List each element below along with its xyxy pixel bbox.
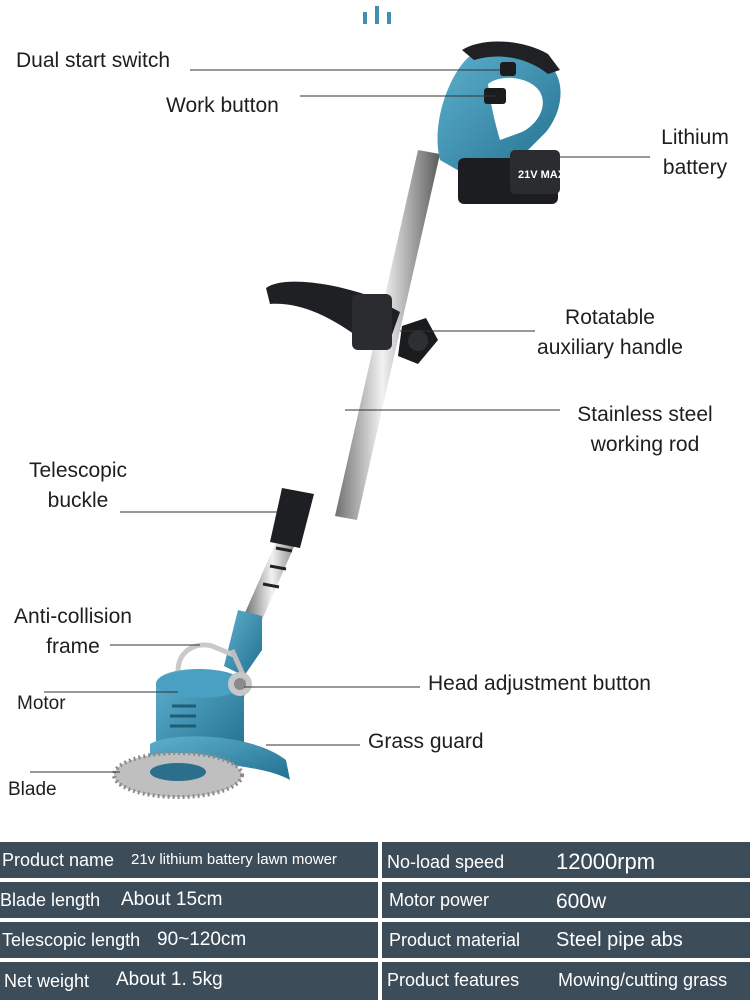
label-lithium-battery-line2: battery [662, 156, 728, 179]
spec-value: 21v lithium battery lawn mower [131, 851, 337, 868]
spec-key: Net weight [4, 971, 90, 991]
label-telescopic-buckle: Telescopic buckle [14, 456, 142, 516]
product-diagram: 21V MAX [2, 6, 740, 800]
spec-value: 600w [556, 890, 607, 913]
spec-cell-net-weight: Net weight About 1. 5kg [0, 962, 378, 1000]
spec-key: Product name [2, 850, 115, 870]
spec-key: Motor power [389, 890, 490, 910]
label-rotatable-handle: Rotatable auxiliary handle [520, 303, 700, 363]
label-working-rod-line2: working rod [590, 433, 700, 456]
spec-key: Product material [389, 930, 521, 950]
label-work-button: Work button [166, 94, 279, 117]
label-anti-collision-frame: Anti-collision frame [2, 602, 144, 662]
label-working-rod-line1: Stainless steel [577, 403, 713, 426]
spec-value: About 15cm [121, 889, 223, 910]
label-lithium-battery-line1: Lithium [661, 126, 729, 149]
leader-lines [30, 69, 650, 773]
label-lithium-battery: Lithium battery [650, 123, 740, 183]
spec-value: Steel pipe abs [556, 929, 683, 951]
label-telescopic-buckle-line2: buckle [47, 489, 109, 512]
spec-key: Product features [387, 970, 520, 990]
label-anti-collision-line1: Anti-collision [14, 605, 132, 628]
label-head-adjustment-button: Head adjustment button [428, 672, 651, 695]
lawn-mower-illustration: 21V MAX [112, 41, 566, 799]
label-rotatable-handle-line1: Rotatable [565, 306, 655, 329]
label-dual-start-switch: Dual start switch [16, 49, 171, 72]
spec-cell-telescopic-length: Telescopic length 90~120cm [0, 922, 378, 958]
spec-cell-no-load-speed: No-load speed 12000rpm [382, 842, 750, 878]
spec-cell-product-material: Product material Steel pipe abs [382, 922, 750, 958]
spec-cell-motor-power: Motor power 600w [382, 882, 750, 918]
spec-value: Mowing/cutting grass [558, 970, 728, 990]
spec-key: No-load speed [387, 852, 505, 872]
spec-key: Telescopic length [2, 930, 141, 950]
label-rotatable-handle-line2: auxiliary handle [537, 336, 683, 359]
label-blade: Blade [8, 779, 57, 800]
battery-label: 21V MAX [518, 169, 566, 181]
spec-cell-blade-length: Blade length About 15cm [0, 882, 378, 918]
spec-cell-product-name: Product name 21v lithium battery lawn mo… [0, 842, 378, 878]
label-grass-guard: Grass guard [368, 730, 484, 753]
spec-cell-product-features: Product features Mowing/cutting grass [382, 962, 750, 1000]
label-anti-collision-line2: frame [46, 635, 100, 658]
label-telescopic-buckle-line1: Telescopic [28, 459, 128, 482]
spec-value: 90~120cm [157, 929, 247, 950]
label-working-rod: Stainless steel working rod [560, 400, 730, 460]
label-motor: Motor [17, 693, 66, 714]
spec-value: 12000rpm [556, 849, 656, 874]
spec-value: About 1. 5kg [116, 969, 223, 990]
three-bars-icon [363, 6, 391, 24]
spec-table: Product name 21v lithium battery lawn mo… [0, 842, 750, 1000]
spec-key: Blade length [0, 890, 101, 910]
